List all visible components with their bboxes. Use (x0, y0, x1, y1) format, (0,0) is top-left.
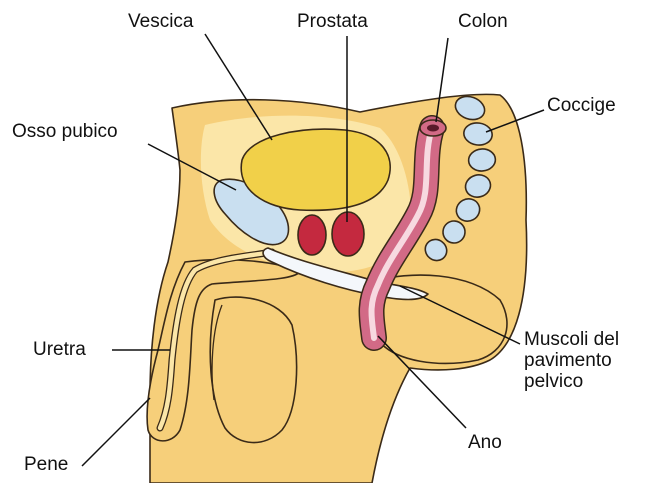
label-pene: Pene (24, 454, 68, 475)
label-vescica: Vescica (128, 11, 193, 32)
label-uretra: Uretra (33, 339, 86, 360)
label-coccige: Coccige (547, 95, 616, 116)
prostate-lobe-left (298, 215, 326, 255)
label-prostata: Prostata (297, 11, 368, 32)
leader-pene (82, 398, 150, 466)
label-osso-pubico: Osso pubico (12, 121, 118, 142)
label-colon: Colon (458, 11, 508, 32)
label-muscoli-line-3: pelvico (524, 371, 619, 392)
bladder (241, 129, 390, 210)
scrotum (210, 297, 296, 443)
prostate-lobe-right (332, 212, 364, 256)
label-ano: Ano (468, 432, 502, 453)
label-muscoli-pavimento-pelvico: Muscoli del pavimento pelvico (524, 329, 619, 392)
label-muscoli-line-2: pavimento (524, 350, 619, 371)
label-muscoli-line-1: Muscoli del (524, 329, 619, 350)
colon-opening-lumen (427, 125, 439, 132)
